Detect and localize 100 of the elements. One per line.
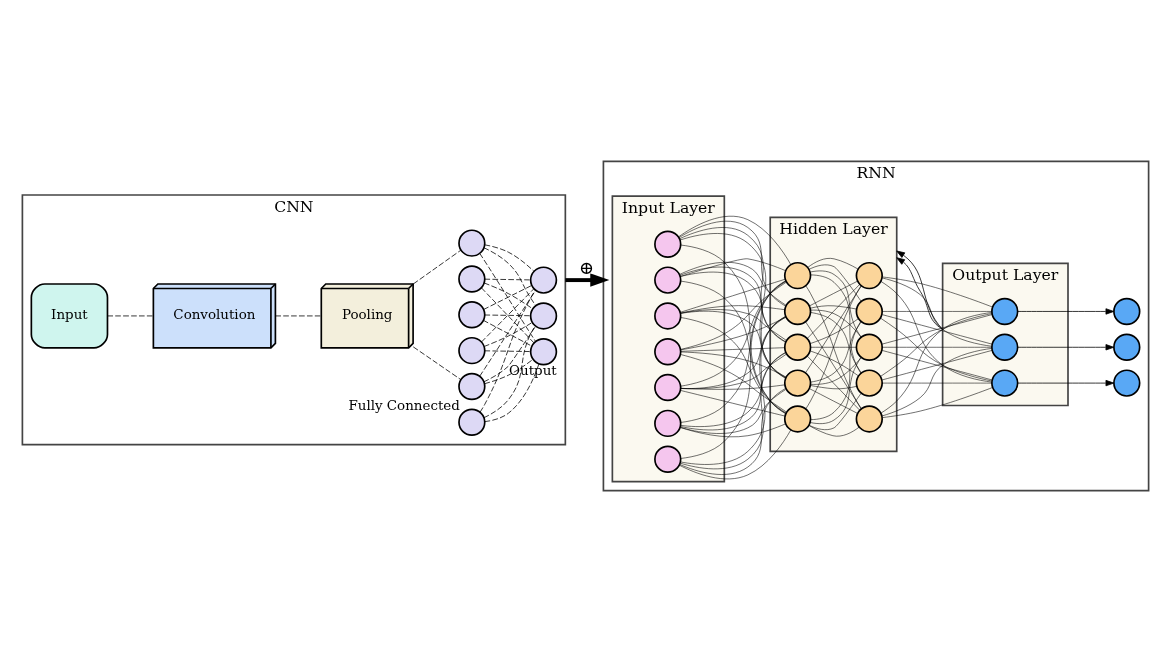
connector — [809, 387, 858, 413]
edge-label: ⊕ — [579, 256, 595, 278]
connector — [807, 257, 859, 269]
node-circle — [855, 404, 883, 433]
node-circle — [654, 409, 682, 437]
node-circle — [855, 261, 883, 289]
connector — [680, 280, 787, 386]
connector — [880, 311, 992, 413]
connector — [483, 325, 536, 418]
arrow — [565, 272, 610, 287]
connector — [680, 389, 786, 416]
connector — [881, 349, 993, 380]
connector — [881, 346, 992, 348]
connector — [679, 232, 786, 378]
node-circle — [783, 404, 812, 433]
connector — [808, 264, 862, 301]
connector — [809, 304, 857, 309]
node-circle — [855, 297, 883, 325]
connector — [679, 387, 786, 475]
node-box: Input — [30, 282, 109, 349]
node-circle — [654, 301, 682, 330]
connector — [680, 353, 787, 389]
node-circle — [654, 445, 682, 473]
node-circle — [654, 373, 682, 401]
connector — [484, 243, 535, 272]
connector — [810, 320, 862, 382]
arrow — [1017, 307, 1115, 315]
node-circle — [458, 300, 486, 328]
node-label: Fully Connected — [348, 397, 460, 413]
connector — [808, 424, 860, 436]
connector — [680, 353, 787, 412]
node-circle — [991, 297, 1019, 325]
connector — [809, 280, 858, 306]
connector — [680, 271, 786, 378]
node-circle — [458, 264, 486, 293]
arrow — [1017, 379, 1115, 386]
connector — [810, 320, 862, 420]
connector — [679, 226, 786, 342]
connector — [808, 392, 862, 430]
connector — [680, 244, 786, 414]
connector — [483, 246, 537, 306]
connector — [412, 345, 462, 380]
connector — [484, 349, 531, 352]
node-circle — [654, 337, 682, 365]
arrow — [1017, 343, 1115, 350]
connector — [809, 317, 859, 344]
cluster: Output Layer — [941, 261, 1069, 406]
connector — [484, 278, 531, 280]
connector — [412, 249, 462, 284]
node-circle — [529, 301, 558, 330]
connector — [679, 388, 787, 434]
connector — [680, 258, 786, 277]
connector — [680, 304, 785, 313]
connector — [882, 276, 993, 307]
connector — [810, 346, 857, 348]
connector — [881, 347, 993, 416]
node-circle — [1113, 333, 1141, 361]
connector — [680, 316, 787, 389]
connector — [680, 351, 787, 377]
node-circle — [783, 261, 812, 289]
connector — [680, 351, 786, 430]
connector — [680, 315, 786, 465]
connector — [679, 261, 787, 305]
connector — [678, 220, 786, 306]
node-circle — [1113, 368, 1141, 397]
cluster: Input Layer — [611, 194, 726, 482]
connector — [882, 386, 993, 418]
node-circle — [458, 336, 486, 364]
connector — [679, 278, 786, 313]
node-circle — [783, 368, 812, 397]
connector — [679, 429, 792, 479]
connector — [679, 423, 786, 437]
connector — [275, 315, 322, 316]
node-circle — [654, 265, 682, 294]
connector — [484, 314, 531, 316]
connector — [810, 356, 862, 385]
node-circle — [855, 368, 883, 397]
node-circle — [855, 333, 883, 361]
connector — [810, 384, 858, 389]
node-circle — [458, 408, 486, 436]
connector — [680, 351, 786, 469]
connector — [881, 277, 993, 347]
node-circle — [654, 230, 682, 258]
connector — [479, 289, 537, 377]
connector — [880, 280, 992, 382]
node-circle — [991, 368, 1019, 397]
node-circle — [1113, 297, 1141, 325]
connector — [807, 355, 860, 410]
connector — [809, 356, 862, 424]
connector — [881, 382, 992, 383]
connector — [680, 281, 787, 350]
connector — [881, 313, 993, 344]
connector — [680, 308, 787, 341]
connector — [810, 311, 862, 373]
connector — [107, 315, 154, 316]
connector — [479, 289, 536, 413]
node-circle — [783, 333, 812, 361]
connector — [805, 285, 862, 373]
connector — [479, 252, 537, 342]
connector — [809, 350, 859, 376]
